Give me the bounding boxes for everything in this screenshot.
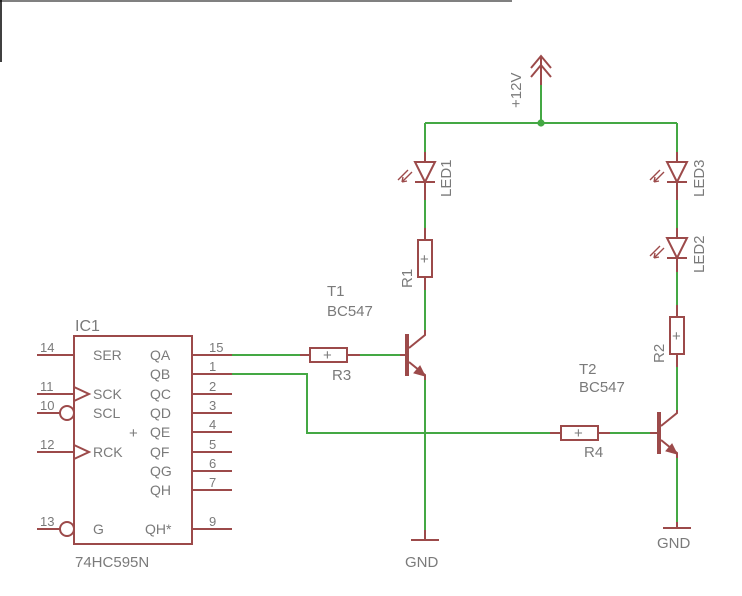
r2-label: R2 xyxy=(651,344,668,363)
led3: LED3 xyxy=(649,152,708,200)
ic1-pin-qg: 6 QG xyxy=(150,456,232,479)
led2-label: LED2 xyxy=(691,235,708,273)
ic1-pin-qb: 1 QB xyxy=(150,359,232,382)
svg-text:10: 10 xyxy=(40,398,54,413)
svg-text:RCK: RCK xyxy=(93,444,123,460)
gnd2-label: GND xyxy=(657,535,691,552)
ground-symbol-1: GND xyxy=(405,530,439,571)
svg-text:QF: QF xyxy=(150,444,169,460)
svg-text:G: G xyxy=(93,521,104,537)
svg-text:6: 6 xyxy=(209,456,216,471)
r3-plus-mark: + xyxy=(323,347,332,364)
supply-label: +12V xyxy=(508,73,525,108)
transistor-t2: T2 BC547 xyxy=(579,361,678,458)
ground-symbol-2: GND xyxy=(657,522,691,552)
svg-text:QE: QE xyxy=(150,424,170,440)
ic1-pin-sck: 11 SCK xyxy=(37,379,122,402)
svg-text:QB: QB xyxy=(150,366,170,382)
ic1-pin-qh: 7 QH xyxy=(150,475,232,498)
ic1-pin-qc: 2 QC xyxy=(150,379,232,402)
t1-value: BC547 xyxy=(327,303,373,320)
r4-plus-mark: + xyxy=(574,425,583,442)
ic1-center-mark: + xyxy=(129,425,138,442)
svg-text:QH: QH xyxy=(150,482,171,498)
ic1-value: 74HC595N xyxy=(75,554,149,571)
svg-text:3: 3 xyxy=(209,398,216,413)
svg-text:2: 2 xyxy=(209,379,216,394)
svg-text:4: 4 xyxy=(209,417,216,432)
supply-rail-wire xyxy=(424,85,678,152)
svg-text:QD: QD xyxy=(150,405,171,421)
svg-text:11: 11 xyxy=(40,379,54,394)
led3-label: LED3 xyxy=(691,159,708,197)
svg-text:7: 7 xyxy=(209,475,216,490)
svg-text:15: 15 xyxy=(209,340,223,355)
svg-text:14: 14 xyxy=(40,340,54,355)
r1-label: R1 xyxy=(399,269,416,288)
r4-label: R4 xyxy=(584,444,603,461)
ic1-pin-qd: 3 QD xyxy=(150,398,232,421)
svg-text:QA: QA xyxy=(150,347,171,363)
svg-text:13: 13 xyxy=(40,514,54,529)
gnd1-label: GND xyxy=(405,554,439,571)
ic1-74hc595n: IC1 74HC595N + 14 SER 11 SCK 10 SCL 12 R… xyxy=(37,318,232,571)
r3-label: R3 xyxy=(332,367,351,384)
resistor-r4: + R4 xyxy=(550,425,610,461)
svg-text:9: 9 xyxy=(209,514,216,529)
transistor-t1: T1 BC547 xyxy=(327,283,426,380)
ic1-pin-qh-star: 9 QH* xyxy=(145,514,232,537)
resistor-r1: + R1 xyxy=(399,228,433,290)
qb-r4-wire xyxy=(232,373,550,434)
ic1-pin-qe: 4 QE xyxy=(150,417,232,440)
t2-value: BC547 xyxy=(579,379,625,396)
frame-corner xyxy=(0,0,512,62)
led2: LED2 xyxy=(649,228,708,273)
led1-label: LED1 xyxy=(438,159,455,197)
wires xyxy=(232,85,678,530)
t1-label: T1 xyxy=(327,283,345,300)
resistor-r2: + R2 xyxy=(651,305,685,367)
svg-text:QC: QC xyxy=(150,386,171,402)
ic1-pin-g: 13 G xyxy=(37,514,104,537)
ic1-refdes: IC1 xyxy=(75,318,100,335)
supply-symbol: +12V xyxy=(508,54,552,108)
r1-plus-mark: + xyxy=(420,251,429,268)
t2-label: T2 xyxy=(579,361,597,378)
resistor-r3: + R3 xyxy=(300,347,360,384)
svg-text:5: 5 xyxy=(209,437,216,452)
svg-text:SCL: SCL xyxy=(93,405,120,421)
ic1-pin-qa: 15 QA xyxy=(150,340,232,363)
junction-dot xyxy=(537,119,545,127)
svg-text:1: 1 xyxy=(209,359,216,374)
svg-text:SCK: SCK xyxy=(93,386,122,402)
r2-plus-mark: + xyxy=(672,328,681,345)
svg-text:QH*: QH* xyxy=(145,521,172,537)
svg-text:QG: QG xyxy=(150,463,172,479)
ic1-pin-scl: 10 SCL xyxy=(37,398,120,421)
ic1-pin-rck: 12 RCK xyxy=(37,437,123,460)
ic1-pin-ser: 14 SER xyxy=(37,340,122,363)
ic1-pin-qf: 5 QF xyxy=(150,437,232,460)
svg-text:SER: SER xyxy=(93,347,122,363)
svg-text:12: 12 xyxy=(40,437,54,452)
led1: LED1 xyxy=(397,152,455,200)
